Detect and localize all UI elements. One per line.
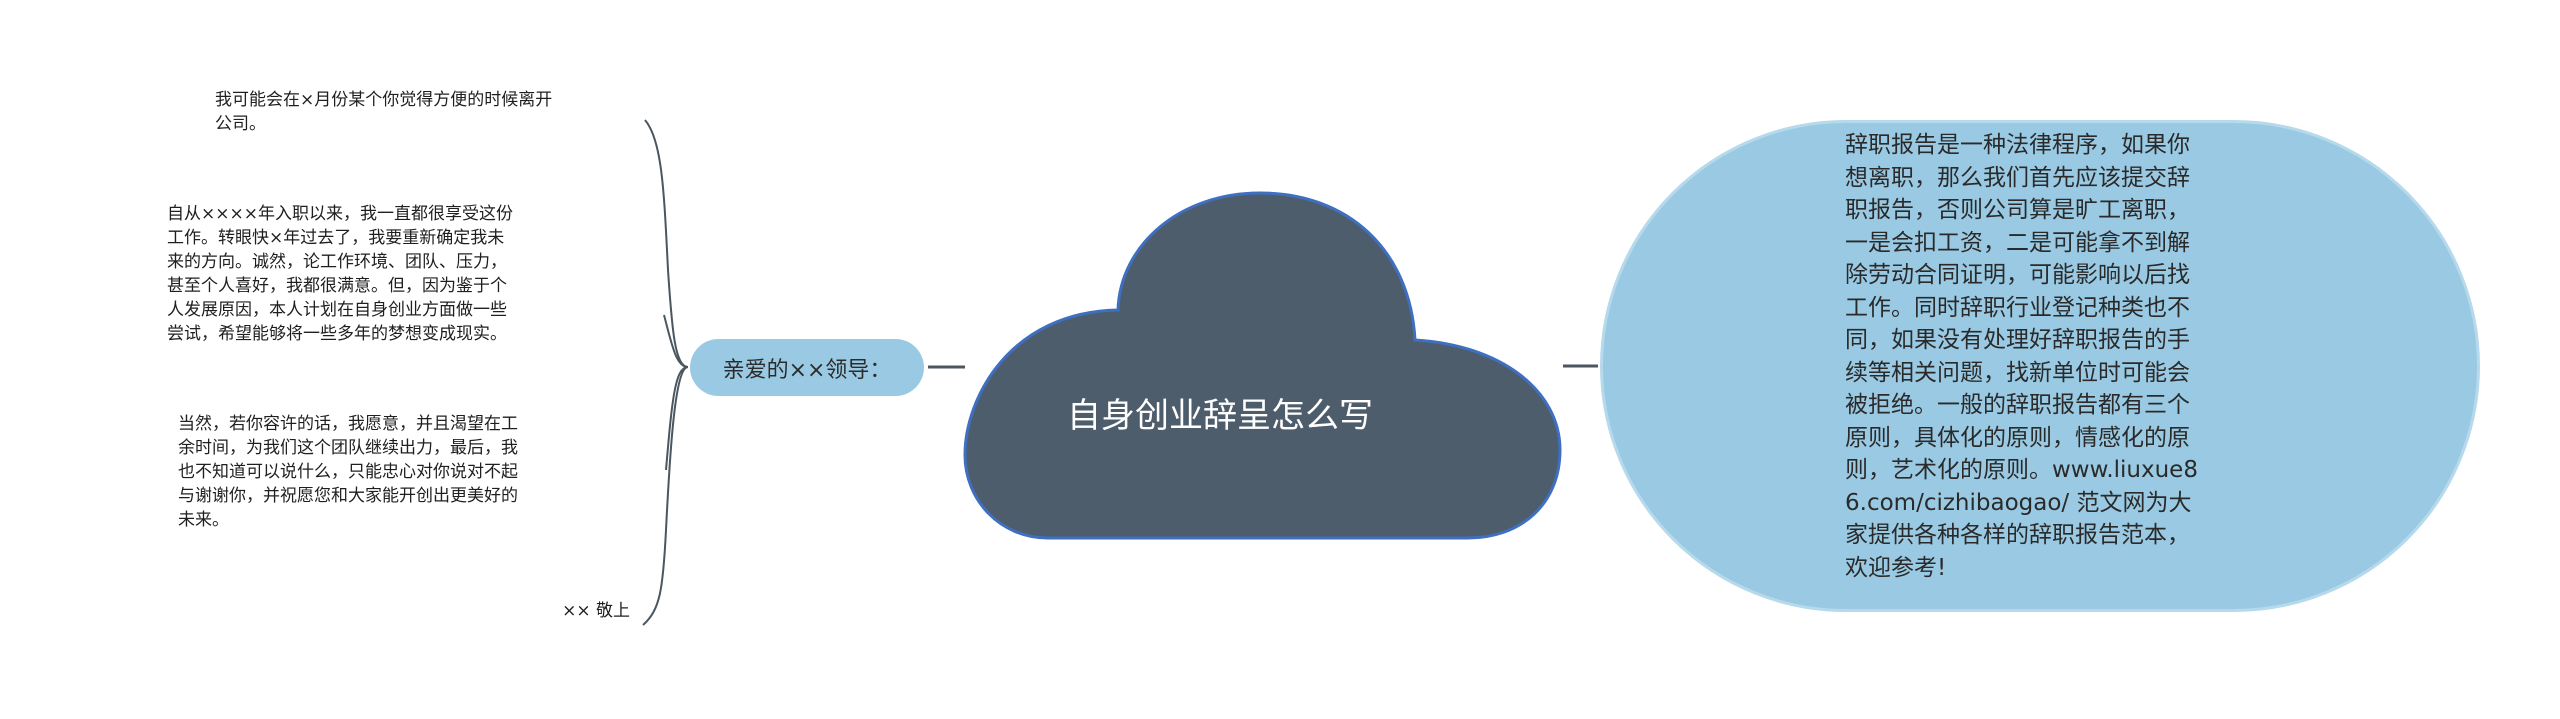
connector-leaf-1 <box>644 119 689 368</box>
left-bracket <box>642 119 689 626</box>
leaf-text-3: 当然，若你容许的话，我愿意，并且渴望在工 余时间，为我们这个团队继续出力，最后，… <box>178 414 518 530</box>
central-topic-label: 自身创业辞呈怎么写 <box>1067 396 1373 436</box>
right-note-text: 辞职报告是一种法律程序，如果你 想离职，那么我们首先应该提交辞 职报告，否则公司… <box>1845 132 2198 581</box>
leaf-text-1: 我可能会在×月份某个你觉得方便的时候离开 公司。 <box>215 90 553 134</box>
right-note-node[interactable] <box>1600 120 2480 612</box>
connector-leaf-4 <box>642 366 689 626</box>
central-cloud-node <box>963 191 1562 540</box>
connector-leaf-3 <box>665 366 689 471</box>
salutation-label: 亲爱的××领导： <box>722 357 892 383</box>
salutation-node[interactable]: 亲爱的××领导： <box>690 339 924 396</box>
connector-leaf-2 <box>663 314 689 368</box>
leaf-text-signature: ×× 敬上 <box>562 601 630 621</box>
leaf-text-2: 自从××××年入职以来，我一直都很享受这份 工作。转眼快×年过去了，我要重新确定… <box>167 204 513 344</box>
